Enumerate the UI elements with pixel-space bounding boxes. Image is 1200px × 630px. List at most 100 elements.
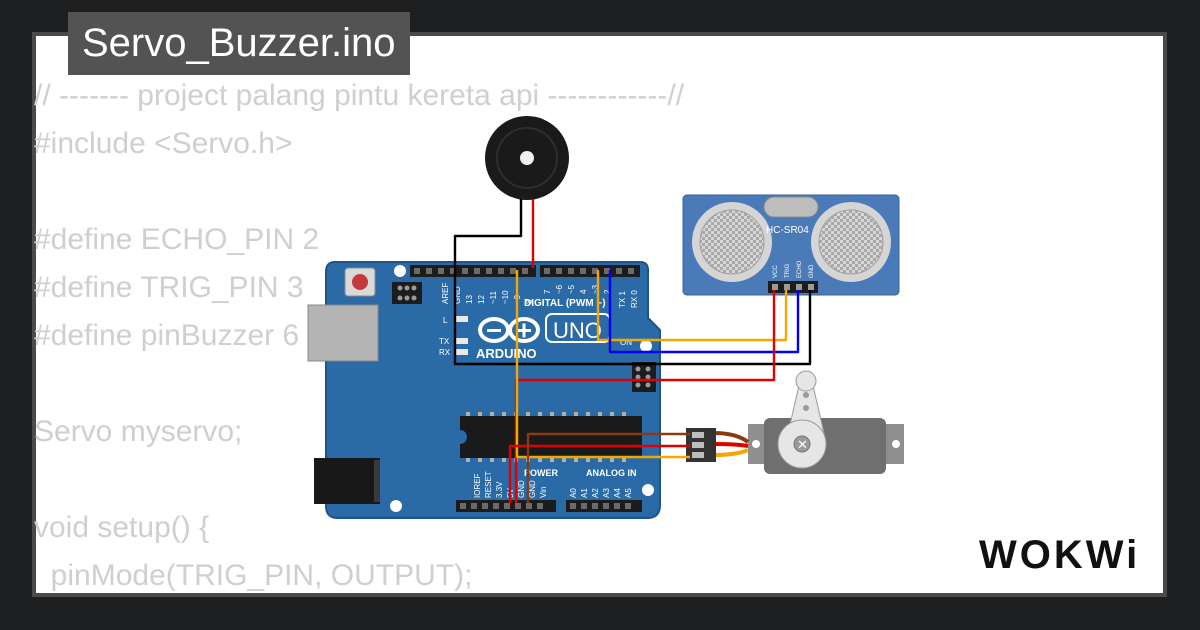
- servo-shaft: [793, 435, 811, 453]
- pin-label-a3: A3: [602, 488, 611, 498]
- horn-hole: [803, 405, 809, 411]
- transducer-left: [699, 209, 765, 275]
- pin-label-a5: A5: [624, 488, 633, 498]
- code-line: #define TRIG_PIN 3: [34, 271, 304, 304]
- ultrasonic-sensor-hcsr04[interactable]: HC-SR04 VCC TRIG ECHO GND: [682, 194, 900, 296]
- pin-label-ioref: IOREF: [473, 473, 482, 498]
- atmega-chip: [460, 412, 642, 462]
- board-brand: ARDUINO: [476, 346, 537, 361]
- servo-connector-pin: [692, 432, 704, 438]
- pin-label-4: 4: [579, 289, 588, 294]
- crystal: [763, 196, 819, 218]
- pin-label-a2: A2: [591, 488, 600, 498]
- led-l: [456, 316, 468, 322]
- led-label-rx: RX: [439, 348, 451, 357]
- arduino-infinity-logo: [478, 317, 540, 343]
- file-tab[interactable]: Servo_Buzzer.ino: [68, 12, 410, 75]
- wire-sensor-trig: [596, 270, 788, 342]
- pin-label-reset: RESET: [484, 471, 493, 498]
- servo-cable-vcc: [713, 442, 749, 448]
- mounting-hole: [394, 265, 406, 277]
- led-tx: [456, 338, 468, 344]
- wire-servo-vcc: [508, 444, 690, 503]
- analog-label: ANALOG IN: [586, 468, 637, 478]
- board-model: UNO: [553, 318, 602, 343]
- mounting-hole: [640, 340, 652, 352]
- code-line: #define pinBuzzer 6: [34, 319, 300, 352]
- power-pin-header[interactable]: [456, 500, 556, 512]
- code-line: pinMode(TRIG_PIN, OUTPUT);: [34, 559, 473, 592]
- mounting-hole: [642, 484, 654, 496]
- servo-mount-hole: [892, 440, 900, 448]
- pin-label-3: ~3: [591, 284, 600, 294]
- wokwi-logo[interactable]: WOKWi: [975, 528, 1153, 584]
- servo-motor[interactable]: ✕: [748, 370, 904, 474]
- reset-button-cap: [352, 274, 368, 290]
- servo-horn-tip: [795, 370, 817, 392]
- icsp2-header: [632, 362, 656, 392]
- power-jack: [314, 458, 380, 504]
- servo-screw-icon: ✕: [797, 437, 808, 452]
- analog-pin-header[interactable]: [566, 500, 642, 512]
- wire-servo-gnd: [526, 432, 690, 503]
- pin-label-8: 8: [525, 299, 534, 304]
- pin-label-2: 2: [603, 289, 612, 294]
- pin-label-11: ~11: [489, 290, 498, 304]
- sensor-model: HC-SR04: [766, 225, 809, 236]
- pin-label-10: ~10: [501, 290, 510, 304]
- wire-servo-signal: [515, 270, 690, 459]
- servo-connector-pin: [692, 442, 704, 448]
- led-label-on: ON: [620, 338, 632, 347]
- wire-buzzer-gnd: [453, 199, 812, 366]
- file-tab-title: Servo_Buzzer.ino: [82, 21, 396, 65]
- sensor-pin-label-echo: ECHO: [797, 260, 803, 278]
- digital-label: DIGITAL (PWM ~): [524, 298, 606, 309]
- led-rx: [456, 349, 468, 355]
- pin-label-gnd: GND: [453, 286, 462, 304]
- led-label-l: L: [443, 316, 448, 325]
- pin-label-a1: A1: [580, 488, 589, 498]
- transducer-right: [818, 209, 884, 275]
- pin-label-3v3: 3.3V: [495, 481, 504, 498]
- pin-label-a0: A0: [569, 488, 578, 498]
- horn-hole: [803, 392, 809, 398]
- pin-label-5: ~5: [567, 284, 576, 294]
- sensor-pin-label-trig: TRIG: [785, 263, 791, 278]
- servo-connector-pin: [692, 452, 704, 458]
- pin-label-a4: A4: [613, 488, 622, 498]
- piezo-buzzer[interactable]: [485, 116, 569, 200]
- sensor-pin-label-vcc: VCC: [773, 265, 779, 278]
- sensor-pin-header: [768, 281, 818, 293]
- power-label: POWER: [524, 468, 559, 478]
- pin-label-gnd1: GND: [517, 480, 526, 498]
- mounting-hole: [390, 500, 402, 512]
- servo-cable-gnd: [713, 431, 750, 444]
- pin-label-tx: TX 1: [618, 291, 627, 308]
- code-line: #define ECHO_PIN 2: [34, 223, 320, 256]
- power-jack-edge: [374, 460, 380, 502]
- led-label-tx: TX: [439, 337, 450, 346]
- code-line: // ------- project palang pintu kereta a…: [34, 79, 685, 112]
- code-background: // ------- project palang pintu kereta a…: [34, 72, 684, 600]
- pin-label-vin: Vin: [539, 487, 548, 498]
- servo-cable-signal: [713, 448, 749, 457]
- digital-pin-header[interactable]: [410, 265, 640, 277]
- pin-label-7: 7: [543, 289, 552, 294]
- pin-label-6: ~6: [555, 284, 564, 294]
- arduino-uno-board[interactable]: AREF GND 13 12 ~11 ~10 ~9 8 7 ~6 ~5 4 ~3…: [307, 261, 661, 519]
- pin-label-gnd2: GND: [528, 480, 537, 498]
- code-line: #include <Servo.h>: [34, 127, 293, 160]
- pin-label-12: 12: [477, 295, 486, 304]
- icsp-header: [392, 282, 422, 304]
- wire-sensor-echo: [608, 270, 800, 354]
- servo-mount-hole: [752, 440, 760, 448]
- wokwi-logo-text: WOKWi: [979, 533, 1140, 577]
- pin-label-rx: RX 0: [630, 290, 639, 308]
- sensor-pin-label-gnd: GND: [809, 264, 815, 278]
- usb-port: [307, 304, 379, 362]
- code-line: void setup() {: [34, 511, 210, 544]
- code-line: Servo myservo;: [34, 415, 243, 448]
- pin-label-13: 13: [465, 295, 474, 304]
- pin-label-aref: AREF: [441, 283, 450, 304]
